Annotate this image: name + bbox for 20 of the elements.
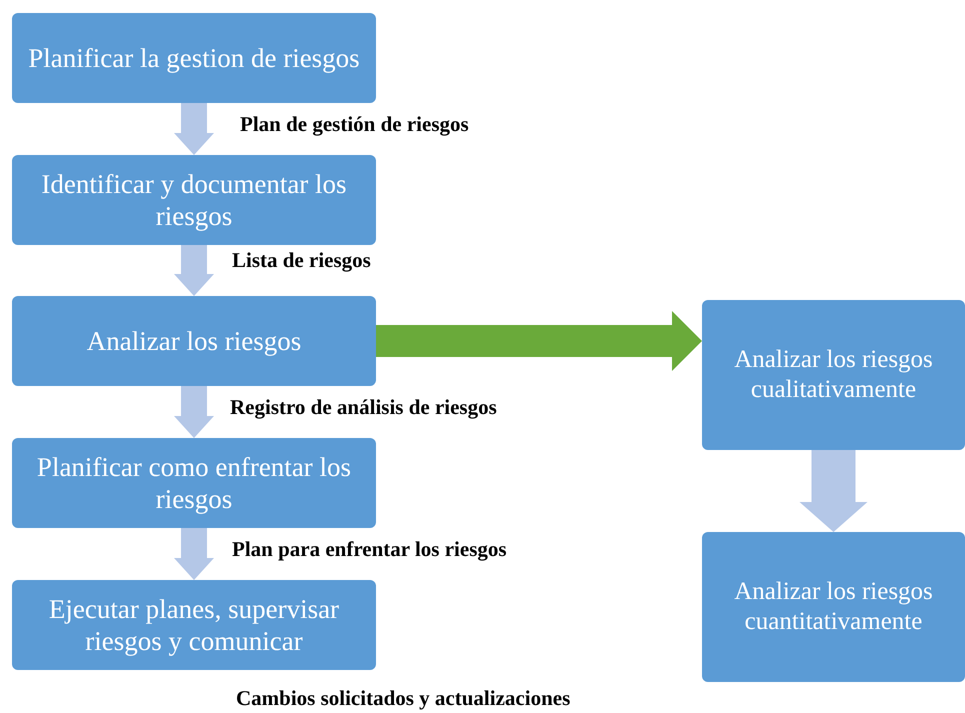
box-text: Analizar los riesgos (86, 324, 302, 358)
block-arrow (376, 311, 702, 371)
box-text: Analizar los riesgos cualitativamente (733, 345, 934, 405)
process-box (12, 13, 376, 103)
box-text: Analizar los riesgos cuantitativamente (733, 577, 934, 637)
box-text: Ejecutar planes, supervisar riesgos y comunicar (48, 592, 340, 658)
block-arrow (174, 103, 214, 155)
box-text: Identificar y documentar los riesgos (40, 168, 348, 232)
block-arrow (174, 386, 214, 438)
block-arrow (174, 245, 214, 296)
block-arrow (174, 528, 214, 580)
process-box (12, 580, 376, 670)
box-text: Planificar la gestion de riesgos (28, 42, 360, 74)
process-box (702, 300, 965, 450)
process-box (12, 296, 376, 386)
process-box (12, 438, 376, 528)
process-box (12, 155, 376, 245)
process-box (702, 532, 965, 682)
box-text: Planificar como enfrentar los riesgos (36, 450, 352, 516)
block-arrow (800, 450, 868, 532)
